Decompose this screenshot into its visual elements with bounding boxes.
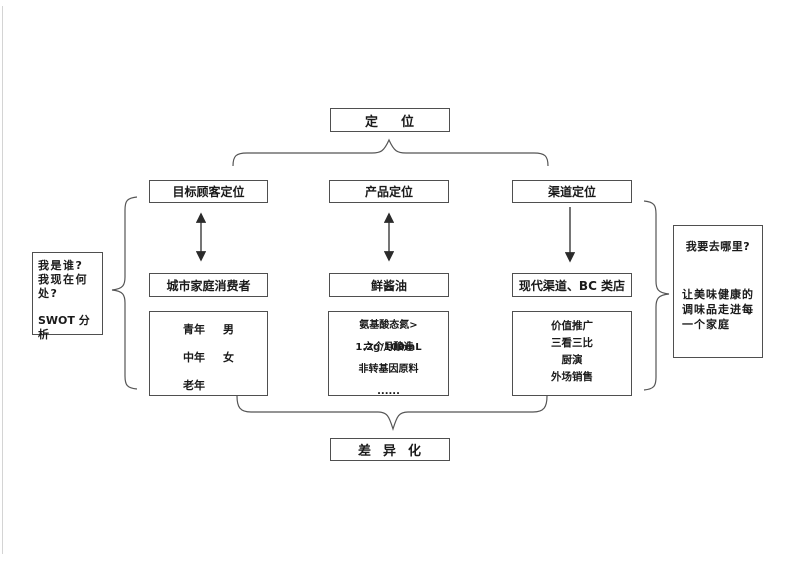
product-feature: 氨基酸态氮> 1.2g/100mL: [355, 320, 422, 353]
segment-row: 中年 女: [150, 344, 267, 372]
positioning-label: 定 位: [364, 114, 416, 130]
vision-statement: 让美味健康的调味品走进每一个家庭: [682, 288, 754, 331]
segment-row: 老年: [150, 372, 267, 400]
left-brace-icon: [111, 196, 138, 390]
differentiation-label: 差 异 化: [357, 444, 423, 459]
positioning-box: 定 位: [330, 108, 450, 132]
product-feature: ......: [377, 386, 400, 397]
channel-positioning-label: 渠道定位: [547, 185, 596, 199]
segment-age: 老年: [183, 379, 205, 392]
target-customer-positioning-box: 目标顾客定位: [149, 180, 268, 203]
channel-tactic: 价值推广: [551, 320, 593, 332]
fresh-soy-sauce-box: 鲜酱油: [329, 273, 449, 297]
segment-age: 青年: [183, 323, 205, 336]
where-to-go-note-box: 我要去哪里? 让美味健康的调味品走进每一个家庭: [673, 225, 763, 358]
bottom-brace-icon: [236, 395, 548, 432]
page-edge-line: [2, 6, 3, 554]
channel-tactic: 三看三比: [551, 337, 593, 349]
urban-family-consumers-box: 城市家庭消费者: [149, 273, 268, 297]
segment-row: 青年 男: [150, 316, 267, 344]
top-brace-icon: [232, 138, 549, 167]
channel-tactics-box: 价值推广 三看三比 厨演 外场销售: [512, 311, 632, 396]
product-features-box: 氨基酸态氮> 1.2g/100mL 六个月酿造 非转基因原料 ......: [328, 311, 449, 397]
modern-channel-bc-stores-label: 现代渠道、BC 类店: [518, 278, 626, 293]
product-positioning-label: 产品定位: [364, 185, 413, 199]
where-am-i-question: 我现在何处?: [38, 273, 88, 300]
product-feature: 非转基因原料: [358, 364, 419, 375]
customer-segments-box: 青年 男 中年 女 老年: [149, 311, 268, 396]
segment-gender: 男: [223, 323, 234, 336]
channel-tactic: 外场销售: [551, 371, 593, 383]
where-to-go-question: 我要去哪里?: [685, 240, 751, 253]
urban-family-consumers-label: 城市家庭消费者: [166, 278, 251, 293]
target-customer-positioning-label: 目标顾客定位: [172, 185, 245, 199]
channel-positioning-box: 渠道定位: [512, 180, 632, 203]
segment-gender: 女: [223, 351, 234, 364]
segment-age: 中年: [183, 351, 205, 364]
who-am-i-question: 我是谁?: [38, 259, 84, 272]
product-positioning-box: 产品定位: [329, 180, 449, 203]
right-brace-icon: [643, 200, 670, 391]
swot-analysis-label: SWOT 分析: [38, 314, 90, 341]
product-feature: 六个月酿造: [363, 342, 414, 353]
channel-tactic: 厨演: [561, 354, 583, 366]
fresh-soy-sauce-label: 鲜酱油: [370, 278, 407, 293]
differentiation-box: 差 异 化: [330, 438, 450, 461]
who-am-i-note-box: 我是谁? 我现在何处? SWOT 分析: [32, 252, 103, 341]
modern-channel-bc-stores-box: 现代渠道、BC 类店: [512, 273, 632, 297]
